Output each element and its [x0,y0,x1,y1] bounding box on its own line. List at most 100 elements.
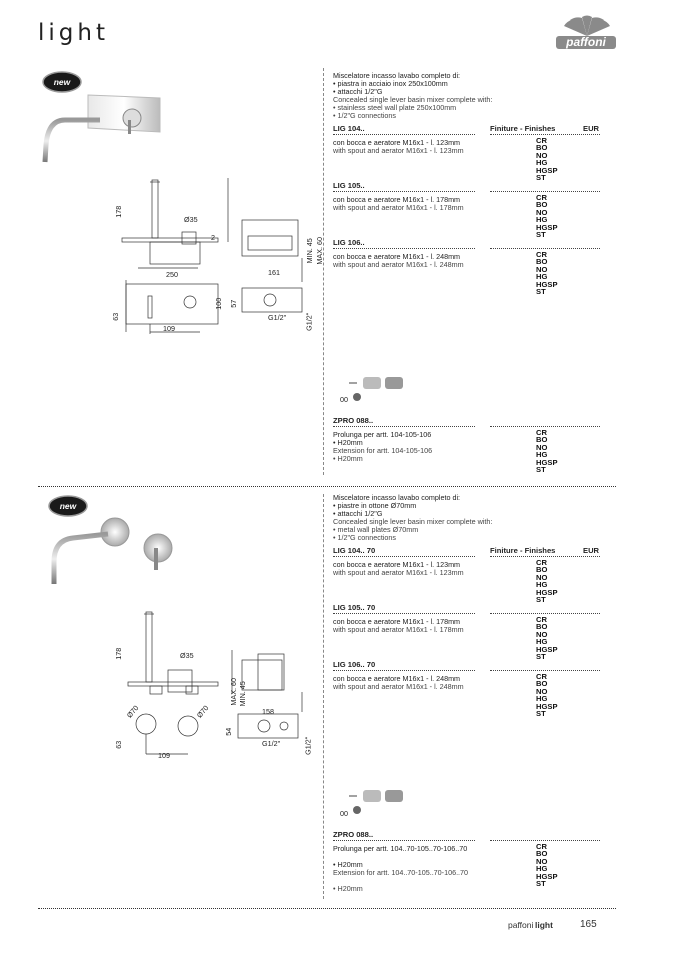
finish-code: HGSP [536,279,558,289]
page-number: 165 [580,919,597,930]
product-photo [51,517,173,584]
technical-drawing [121,178,303,334]
intro-en-bullets: metal wall plates Ø70mm 1/2"G connection… [333,526,419,541]
dimension-label: MAX. 60 [228,678,238,706]
bullet: 1/2"G connections [333,111,456,120]
finish-code: HG [536,215,548,225]
bullet: H20mm [333,439,363,447]
dimension-label: G1/2" [304,312,314,331]
dimension-label: 54 [224,727,234,736]
item-code: LIG 105.. 70 [333,603,376,612]
finish-code: ST [536,879,546,889]
extension-bullets-it: H20mm [333,861,363,869]
finish-code: CR [536,558,547,567]
item-desc-it: con bocca e aeratore M16x1 - l. 123mm [333,560,461,569]
finish-code: ST [536,465,546,475]
finish-code: NO [536,207,548,217]
row-divider [490,191,600,192]
dimension-label: G1/2" [303,736,313,755]
column-divider [323,68,324,475]
finish-codes: CR BO NO HG HGSP ST [536,842,558,889]
row-divider [490,248,600,249]
bullet: H20mm [333,885,363,893]
intro-it: Miscelatore incasso lavabo completo di: [333,493,461,502]
row-divider [333,840,475,841]
bullet: H20mm [333,861,363,869]
row-divider [490,556,600,557]
extension-photo [349,790,403,814]
dimension-label: 57 [229,299,239,308]
dimension-label: MAX. 60 [314,237,324,265]
finish-code: CR [536,672,547,681]
new-badge [42,71,82,93]
extension-code: ZPRO 088.. [333,830,374,839]
finish-code: BO [536,257,548,267]
finish-code: BO [536,622,548,632]
dimension-label: G1/2" [268,313,287,322]
intro-en: Concealed single lever basin mixer compl… [333,517,493,526]
product-photo [42,94,161,163]
column-divider [323,494,324,899]
row-divider [333,613,475,614]
item-desc-it: con bocca e aeratore M16x1 - l. 123mm [333,138,461,147]
item-code: LIG 104.. 70 [333,546,376,555]
finish-code: HG [536,694,548,704]
dimension-label: 109 [163,324,175,333]
row-divider [333,191,475,192]
dimension-label: 178 [114,647,124,660]
finish-code: BO [536,200,548,210]
dimension-label: 2 [211,233,215,242]
extension-bullets-en: H20mm [333,455,363,463]
currency-header: EUR [583,546,600,555]
section-separator [38,486,616,487]
finish-code: HGSP [536,222,558,232]
row-divider [333,248,475,249]
extension-desc-it: Prolunga per artt. 104..70-105..70-106..… [333,844,468,853]
intro-en: Concealed single lever basin mixer compl… [333,95,493,104]
finish-code: BO [536,565,548,575]
finish-codes: CR BO NO HG HGSP ST [536,672,558,717]
row-divider [490,670,600,671]
intro-it: Miscelatore incasso lavabo completo di: [333,71,461,80]
extension-dimension: 00 [340,395,348,404]
finish-code: BO [536,435,548,445]
finish-code: CR [536,842,547,851]
item-code: LIG 104.. [333,124,365,133]
dimension-label: G1/2" [262,739,281,748]
bullet: piastre in ottone Ø70mm [333,502,417,510]
finish-code: ST [536,173,546,183]
row-divider [333,670,475,671]
extension-desc-it: Prolunga per artt. 104-105-106 [333,430,432,439]
bullet: attacchi 1/2"G [333,509,416,518]
finish-code: HG [536,450,548,460]
extension-photo [349,377,403,401]
dimension-label: 161 [268,268,280,277]
finish-codes: CR BO NO HG HGSP ST [536,250,558,295]
finish-codes: CR BO NO HG HGSP ST [536,558,558,603]
extension-bullets-it: H20mm [333,439,363,447]
dimension-label: 63 [114,740,124,749]
finish-code: HG [536,272,548,282]
new-badge-label: new [53,77,71,87]
item-desc-it: con bocca e aeratore M16x1 - l. 178mm [333,617,461,626]
item-desc-en: with spout and aerator M16x1 - l. 123mm [333,146,464,155]
intro-en-bullets: stainless steel wall plate 250x100mm 1/2… [333,104,457,120]
item-desc-en: with spout and aerator M16x1 - l. 178mm [333,625,464,634]
finish-code: NO [536,150,548,160]
dimension-label: 100 [214,297,224,310]
row-divider [490,134,600,135]
dimension-label: 250 [166,270,178,279]
bullet: piastra in acciaio inox 250x100mm [333,80,448,88]
finish-code: NO [536,442,548,452]
bullet: H20mm [333,455,363,463]
finish-code: CR [536,193,547,202]
item-desc-it: con bocca e aeratore M16x1 - l. 178mm [333,195,461,204]
finish-codes: CR BO NO HG HGSP ST [536,615,558,660]
technical-drawing [127,611,303,755]
dimension-label: 109 [158,751,170,760]
finish-code: HG [536,864,548,874]
row-divider [490,613,600,614]
item-desc-it: con bocca e aeratore M16x1 - l. 248mm [333,252,461,261]
item-desc-it: con bocca e aeratore M16x1 - l. 248mm [333,674,461,683]
row-divider [333,134,475,135]
